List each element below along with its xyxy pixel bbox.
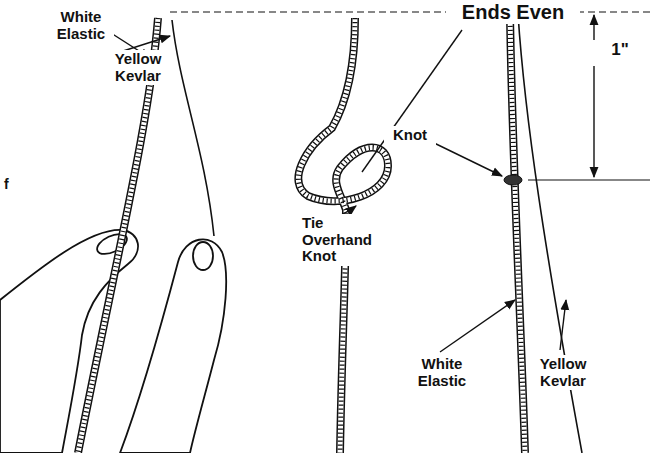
dimension-label: 1"	[606, 40, 634, 61]
dimension-arrow	[593, 15, 594, 40]
dimension-arrow	[593, 66, 594, 177]
part-label: Knot	[384, 126, 436, 145]
leader-lines	[100, 26, 566, 352]
kevlar-cord	[172, 20, 214, 236]
note-label: Ends Even	[446, 0, 580, 24]
cord-label: White Elastic	[48, 8, 114, 43]
overhand-knot	[298, 18, 388, 453]
cord-label: White Elastic	[408, 355, 476, 390]
dimension-line	[528, 179, 650, 180]
knot-mark	[504, 175, 522, 185]
cord-label: Yellow Kevlar	[528, 355, 598, 390]
edge-fragment: f	[2, 176, 20, 193]
elastic-cord	[510, 14, 525, 453]
cord-label: Yellow Kevlar	[104, 50, 172, 85]
instruction-label: Tie Overhand Knot	[300, 214, 384, 266]
